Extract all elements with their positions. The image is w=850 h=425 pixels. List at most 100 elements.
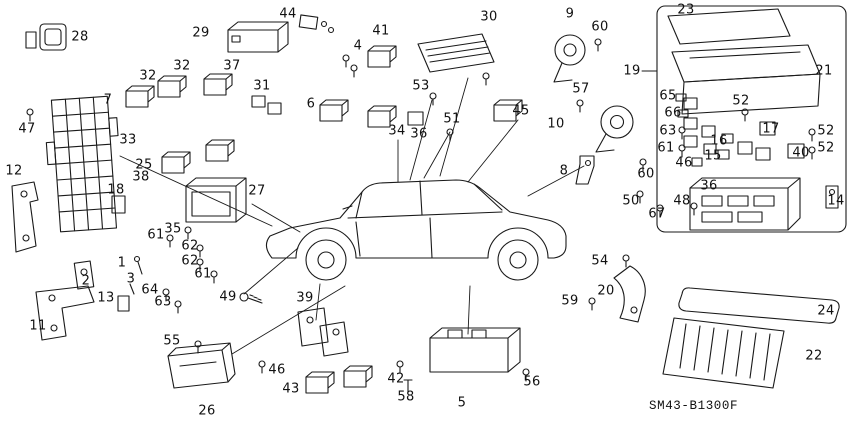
bracket-2 bbox=[73, 260, 95, 290]
callout-53: 53 bbox=[412, 78, 430, 94]
callout-30: 30 bbox=[480, 9, 498, 25]
pin-1 bbox=[133, 255, 143, 275]
callout-67: 67 bbox=[648, 206, 666, 222]
callout-26: 26 bbox=[198, 403, 216, 419]
part-44 bbox=[298, 14, 335, 34]
bolt-35 bbox=[184, 226, 192, 240]
callout-12: 12 bbox=[5, 163, 23, 179]
part-14 bbox=[825, 185, 839, 209]
interior-fuse-box bbox=[45, 95, 119, 233]
bolt-63b bbox=[174, 300, 182, 314]
part-27-control-unit bbox=[185, 177, 247, 223]
callout-40: 40 bbox=[792, 145, 810, 161]
callout-54: 54 bbox=[591, 253, 609, 269]
relay-25 bbox=[161, 151, 191, 174]
callout-41: 41 bbox=[372, 23, 390, 39]
part-29-control-unit bbox=[227, 21, 289, 53]
part-30 bbox=[417, 33, 495, 73]
tray-24 bbox=[678, 287, 840, 324]
bolt-61b bbox=[210, 270, 218, 284]
callout-56: 56 bbox=[523, 374, 541, 390]
horn-9 bbox=[553, 34, 586, 83]
callout-25: 25 bbox=[135, 157, 153, 173]
callout-1: 1 bbox=[117, 255, 127, 271]
bracket-8 bbox=[575, 155, 595, 185]
callout-66: 66 bbox=[664, 105, 682, 121]
callout-23: 23 bbox=[677, 2, 695, 18]
callout-13: 13 bbox=[97, 290, 115, 306]
callout-64: 64 bbox=[141, 282, 159, 298]
underhood-fuse-box-36 bbox=[689, 177, 801, 231]
bolt-57 bbox=[576, 99, 584, 113]
callout-8: 8 bbox=[559, 163, 569, 179]
callout-14: 14 bbox=[827, 193, 845, 209]
pin-3 bbox=[129, 283, 135, 295]
callout-50: 50 bbox=[622, 193, 640, 209]
part-31 bbox=[251, 95, 282, 115]
part-26-relay bbox=[167, 342, 236, 389]
callout-11: 11 bbox=[29, 318, 47, 334]
callout-62: 62 bbox=[181, 253, 199, 269]
callout-33: 33 bbox=[119, 132, 137, 148]
screw-58 bbox=[403, 379, 413, 393]
bracket-20 bbox=[613, 265, 646, 323]
part-28 bbox=[25, 23, 67, 51]
relay-41 bbox=[367, 45, 397, 68]
bolt-46b bbox=[258, 360, 266, 374]
bolt-55 bbox=[194, 340, 202, 354]
diagram-code: SM43-B1300F bbox=[649, 399, 739, 413]
relay-43b bbox=[343, 365, 373, 388]
callout-16: 16 bbox=[710, 133, 728, 149]
callout-61: 61 bbox=[194, 266, 212, 282]
bolt-60a bbox=[594, 38, 602, 52]
part-13 bbox=[117, 295, 130, 312]
car-outline bbox=[265, 179, 567, 281]
callout-42: 42 bbox=[387, 371, 405, 387]
callout-27: 27 bbox=[248, 183, 266, 199]
callout-22: 22 bbox=[805, 348, 823, 364]
callout-57: 57 bbox=[572, 81, 590, 97]
relay-37 bbox=[203, 73, 233, 96]
callout-61: 61 bbox=[657, 140, 675, 156]
callout-21: 21 bbox=[815, 63, 833, 79]
callout-2: 2 bbox=[81, 273, 91, 289]
callout-15: 15 bbox=[704, 148, 722, 164]
callout-7: 7 bbox=[103, 92, 113, 108]
horn-10 bbox=[595, 105, 634, 153]
bolt-59 bbox=[588, 297, 596, 311]
relay-32b bbox=[157, 75, 187, 98]
callout-63: 63 bbox=[659, 123, 677, 139]
callout-49: 49 bbox=[219, 289, 237, 305]
part-36a bbox=[407, 111, 424, 126]
tray-22 bbox=[662, 317, 785, 389]
callout-65: 65 bbox=[659, 88, 677, 104]
relay-32a bbox=[125, 85, 155, 108]
bracket-39 bbox=[297, 307, 349, 357]
callout-47: 47 bbox=[18, 121, 36, 137]
callout-52: 52 bbox=[817, 140, 835, 156]
bracket-11 bbox=[35, 285, 95, 341]
engine-fusebox-detail bbox=[656, 5, 847, 233]
callout-6: 6 bbox=[306, 96, 316, 112]
callout-44: 44 bbox=[279, 6, 297, 22]
callout-58: 58 bbox=[397, 389, 415, 405]
callout-52: 52 bbox=[732, 93, 750, 109]
callout-52: 52 bbox=[817, 123, 835, 139]
callout-51: 51 bbox=[443, 111, 461, 127]
callout-34: 34 bbox=[388, 123, 406, 139]
callout-32: 32 bbox=[139, 68, 157, 84]
callout-60: 60 bbox=[591, 19, 609, 35]
bolt-4b bbox=[350, 64, 358, 78]
bolt-61a bbox=[166, 234, 174, 248]
callout-36: 36 bbox=[410, 126, 428, 142]
callout-20: 20 bbox=[597, 283, 615, 299]
callout-38: 38 bbox=[132, 169, 150, 185]
callout-61: 61 bbox=[147, 227, 165, 243]
callout-32: 32 bbox=[173, 58, 191, 74]
bolt-54 bbox=[622, 254, 630, 268]
part-5-control-unit bbox=[429, 327, 521, 373]
callout-39: 39 bbox=[296, 290, 314, 306]
callout-37: 37 bbox=[223, 58, 241, 74]
